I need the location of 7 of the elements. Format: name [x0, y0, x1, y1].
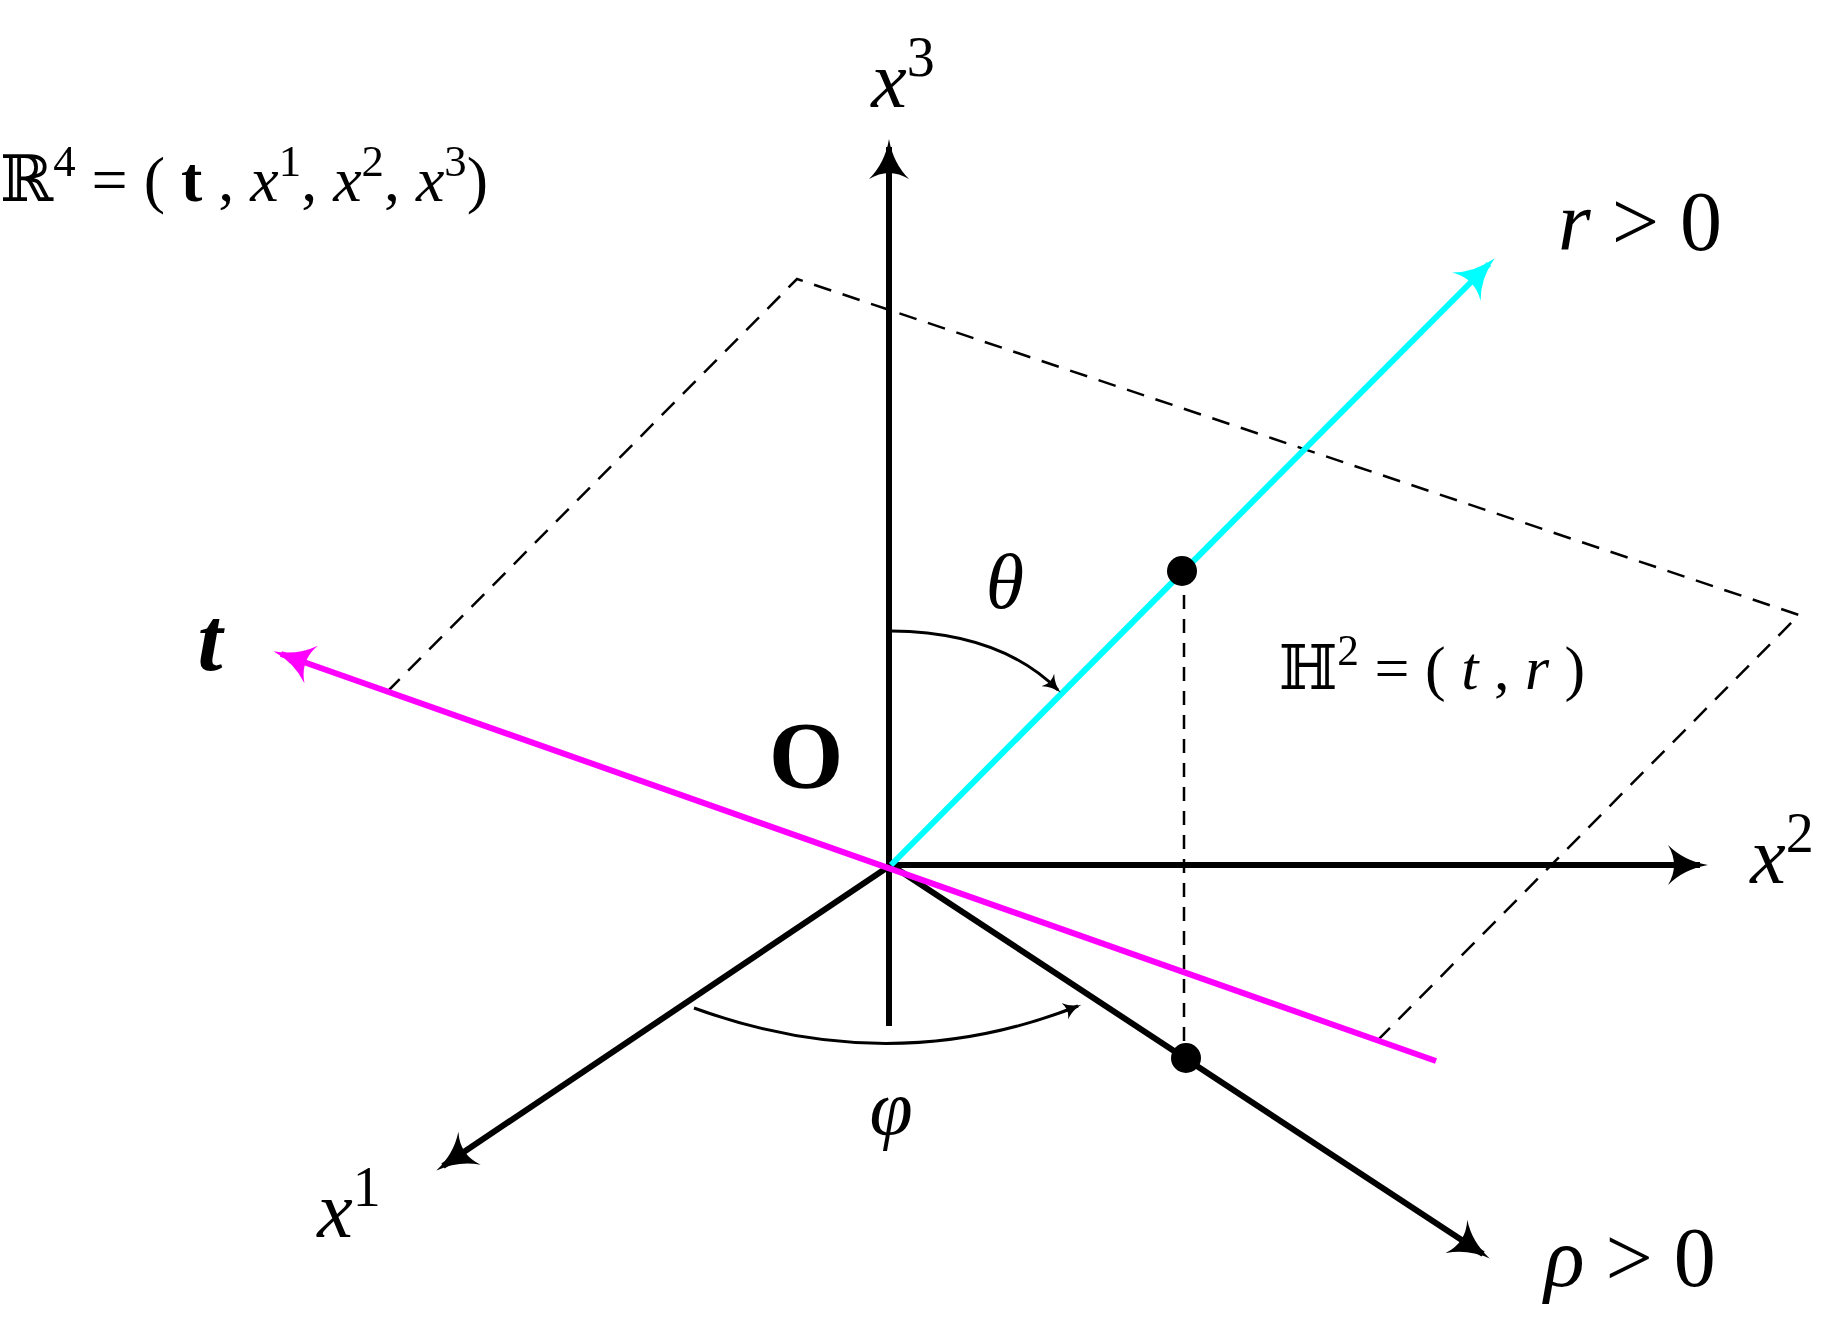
axis-label: t — [197, 595, 223, 685]
origin-label: O — [768, 708, 844, 804]
axis-label: x$^{2}$ — [1750, 816, 1814, 896]
axis-label: x$^{1}$ — [317, 1170, 381, 1250]
angle-label: θ — [985, 543, 1025, 621]
axis-label: x$^{3}$ — [871, 40, 935, 120]
axis-label: r > 0 — [1557, 180, 1723, 264]
